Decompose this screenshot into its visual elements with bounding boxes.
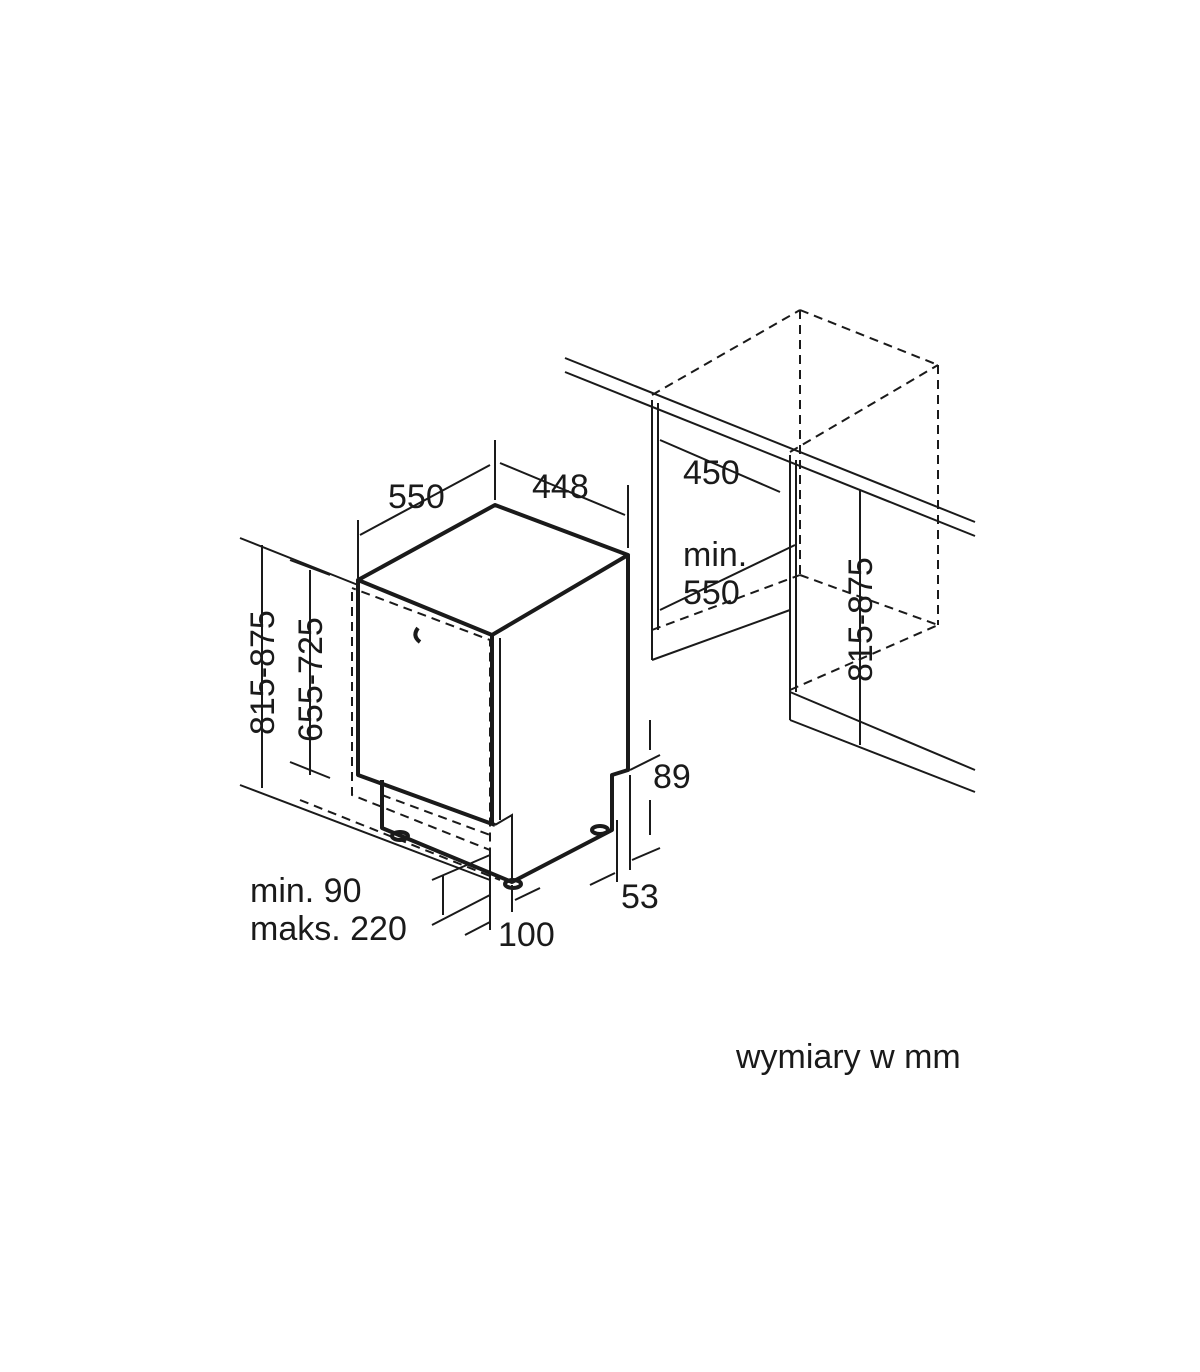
door-height-label: 655-725: [292, 617, 330, 742]
niche-outline: [651, 309, 939, 691]
dimension-lines: [261, 439, 861, 936]
countertop: [564, 357, 976, 537]
total-height-label: 815-875: [244, 610, 282, 735]
niche-width-label: 450: [683, 454, 740, 492]
left-cabinet: [651, 400, 791, 661]
dishwasher: [351, 503, 630, 890]
plinth-top-label: 89: [653, 758, 691, 796]
foot: [590, 824, 610, 836]
plinth-side-label: 53: [621, 878, 659, 916]
foot: [390, 830, 410, 842]
niche-height-label: 815-875: [842, 557, 880, 682]
plinth-max-label: maks. 220: [250, 910, 407, 948]
foot-offset-label: 100: [498, 916, 555, 954]
right-cabinet: [789, 455, 976, 793]
plinth-min-label: min. 90: [250, 872, 362, 910]
units-note: wymiary w mm: [735, 1038, 961, 1076]
door-handle: [413, 626, 422, 644]
niche-depth-min-label: min.: [683, 536, 747, 574]
niche-depth-label: 550: [683, 574, 740, 612]
depth-label: 550: [388, 478, 445, 516]
width-label: 448: [532, 468, 589, 506]
